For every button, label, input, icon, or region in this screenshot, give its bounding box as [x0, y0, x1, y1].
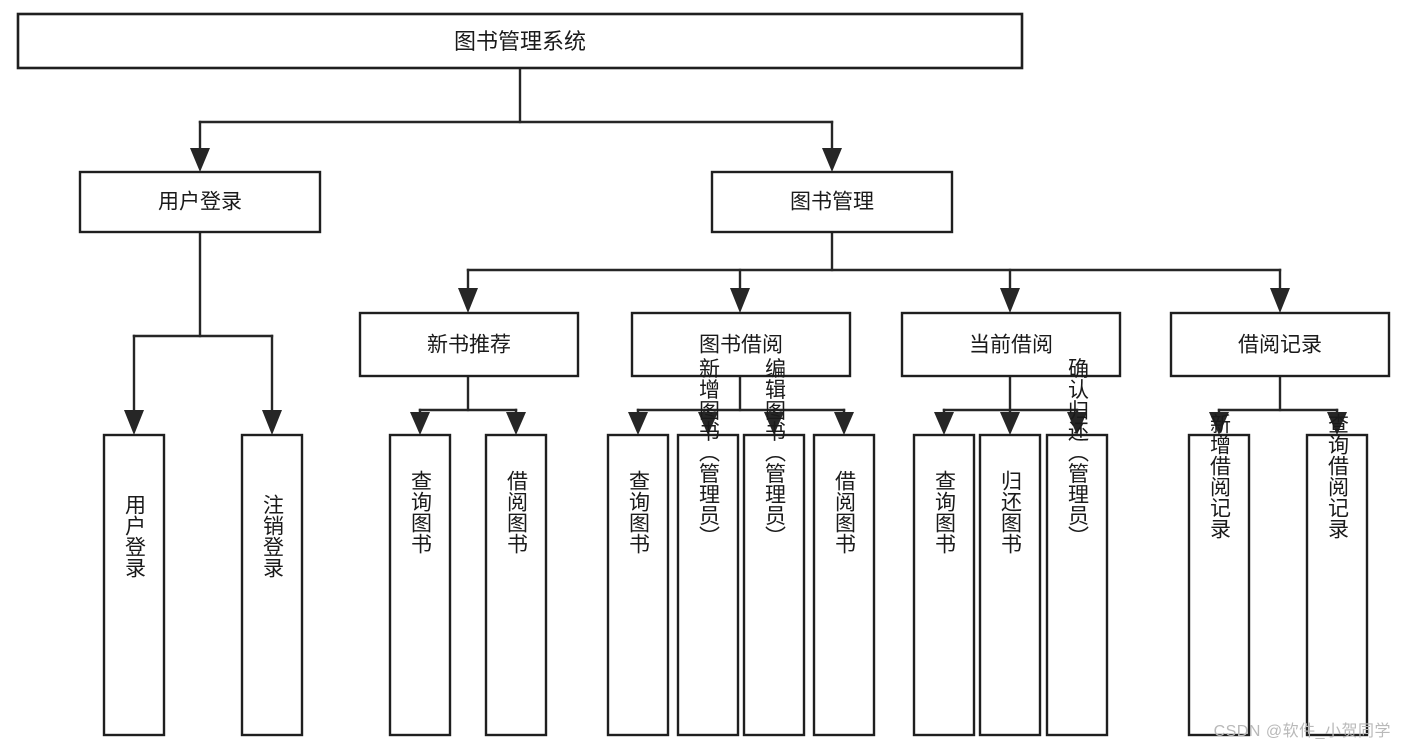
- arrowhead-borrow-record: [1270, 288, 1290, 313]
- arrowhead-leaf-edit-book: [764, 412, 784, 435]
- node-new-book-rec-label: 新书推荐: [427, 334, 511, 357]
- node-leaf-return-book[interactable]: 归还图书: [978, 433, 1042, 737]
- node-borrow-record-label: 借阅记录: [1238, 334, 1322, 357]
- node-leaf-add-book-label: 新增图书（管理员）: [697, 358, 721, 547]
- node-leaf-borrow-book-1-box[interactable]: [484, 433, 548, 737]
- arrowhead-leaf-query-book-1: [410, 412, 430, 435]
- arrowhead-book-manage: [822, 148, 842, 172]
- node-leaf-add-book[interactable]: 新增图书（管理员）: [676, 358, 740, 737]
- node-root[interactable]: 图书管理系统: [16, 12, 1024, 70]
- node-leaf-query-record[interactable]: 查询借阅记录: [1305, 413, 1369, 737]
- arrowhead-leaf-borrow-book-1: [506, 412, 526, 435]
- node-current-borrow-box[interactable]: [900, 311, 1122, 378]
- node-borrow-record-box[interactable]: [1169, 311, 1391, 378]
- node-leaf-query-record-label: 查询借阅记录: [1326, 413, 1350, 539]
- node-leaf-query-book-3[interactable]: 查询图书: [912, 433, 976, 737]
- node-book-borrow-label: 图书借阅: [699, 334, 783, 357]
- node-leaf-logout[interactable]: 注销登录: [240, 433, 304, 737]
- node-leaf-borrow-book-2[interactable]: 借阅图书: [812, 433, 876, 737]
- node-leaf-query-book-1[interactable]: 查询图书: [388, 433, 452, 737]
- arrowhead-leaf-query-record: [1327, 412, 1347, 435]
- arrowhead-leaf-add-record: [1209, 412, 1229, 435]
- node-leaf-query-book-2[interactable]: 查询图书: [606, 433, 670, 737]
- node-leaf-user-login-label: 用户登录: [123, 494, 147, 578]
- node-book-borrow[interactable]: 图书借阅: [630, 311, 852, 378]
- arrowhead-leaf-confirm-return: [1067, 412, 1087, 435]
- node-leaf-query-book-2-box[interactable]: [606, 433, 670, 737]
- node-leaf-query-book-1-label: 查询图书: [409, 470, 433, 554]
- node-user-login-label: 用户登录: [158, 191, 242, 214]
- arrowhead-leaf-logout: [262, 410, 282, 435]
- node-user-login[interactable]: 用户登录: [78, 170, 322, 234]
- node-current-borrow-label: 当前借阅: [969, 334, 1053, 357]
- node-leaf-user-login[interactable]: 用户登录: [102, 433, 166, 737]
- node-leaf-logout-label: 注销登录: [261, 494, 285, 578]
- node-leaf-add-record[interactable]: 新增借阅记录: [1187, 413, 1251, 737]
- node-leaf-borrow-book-1-label: 借阅图书: [505, 470, 529, 554]
- node-root-box[interactable]: [16, 12, 1024, 70]
- arrowhead-leaf-return-book: [1000, 412, 1020, 435]
- node-leaf-add-book-box[interactable]: [676, 433, 740, 737]
- arrowhead-current-borrow: [1000, 288, 1020, 313]
- node-book-manage[interactable]: 图书管理: [710, 170, 954, 234]
- node-leaf-query-book-2-label: 查询图书: [627, 470, 651, 554]
- node-leaf-edit-book-label: 编辑图书（管理员）: [763, 358, 787, 547]
- node-leaf-borrow-book-2-box[interactable]: [812, 433, 876, 737]
- node-user-login-box[interactable]: [78, 170, 322, 234]
- node-book-manage-box[interactable]: [710, 170, 954, 234]
- arrowhead-book-borrow: [730, 288, 750, 313]
- arrowhead-leaf-user-login: [124, 410, 144, 435]
- node-leaf-query-book-1-box[interactable]: [388, 433, 452, 737]
- node-leaf-edit-book[interactable]: 编辑图书（管理员）: [742, 358, 806, 737]
- node-leaf-confirm-return[interactable]: 确认归还（管理员）: [1045, 358, 1109, 737]
- node-leaf-user-login-box[interactable]: [102, 433, 166, 737]
- node-leaf-edit-book-box[interactable]: [742, 433, 806, 737]
- node-book-manage-label: 图书管理: [790, 191, 874, 214]
- node-leaf-query-book-3-box[interactable]: [912, 433, 976, 737]
- node-borrow-record[interactable]: 借阅记录: [1169, 311, 1391, 378]
- node-leaf-return-book-box[interactable]: [978, 433, 1042, 737]
- node-leaf-add-record-label: 新增借阅记录: [1208, 413, 1232, 539]
- node-leaf-confirm-return-box[interactable]: [1045, 433, 1109, 737]
- arrowhead-leaf-borrow-book-2: [834, 412, 854, 435]
- arrowhead-leaf-add-book: [698, 412, 718, 435]
- node-leaf-logout-box[interactable]: [240, 433, 304, 737]
- node-book-borrow-box[interactable]: [630, 311, 852, 378]
- connector-layer: [124, 66, 1347, 435]
- arrowhead-leaf-query-book-3: [934, 412, 954, 435]
- arrowhead-leaf-query-book-2: [628, 412, 648, 435]
- node-leaf-borrow-book-2-label: 借阅图书: [833, 470, 857, 554]
- node-leaf-confirm-return-label: 确认归还（管理员）: [1066, 358, 1090, 547]
- node-new-book-rec[interactable]: 新书推荐: [358, 311, 580, 378]
- node-new-book-rec-box[interactable]: [358, 311, 580, 378]
- node-leaf-add-record-box[interactable]: [1187, 433, 1251, 737]
- arrowhead-new-book-rec: [458, 288, 478, 313]
- node-leaf-borrow-book-1[interactable]: 借阅图书: [484, 433, 548, 737]
- node-root-label: 图书管理系统: [454, 29, 586, 54]
- node-current-borrow[interactable]: 当前借阅: [900, 311, 1122, 378]
- node-leaf-return-book-label: 归还图书: [999, 470, 1023, 554]
- node-leaf-query-book-3-label: 查询图书: [933, 470, 957, 554]
- node-leaf-query-record-box[interactable]: [1305, 433, 1369, 737]
- arrowhead-user-login: [190, 148, 210, 172]
